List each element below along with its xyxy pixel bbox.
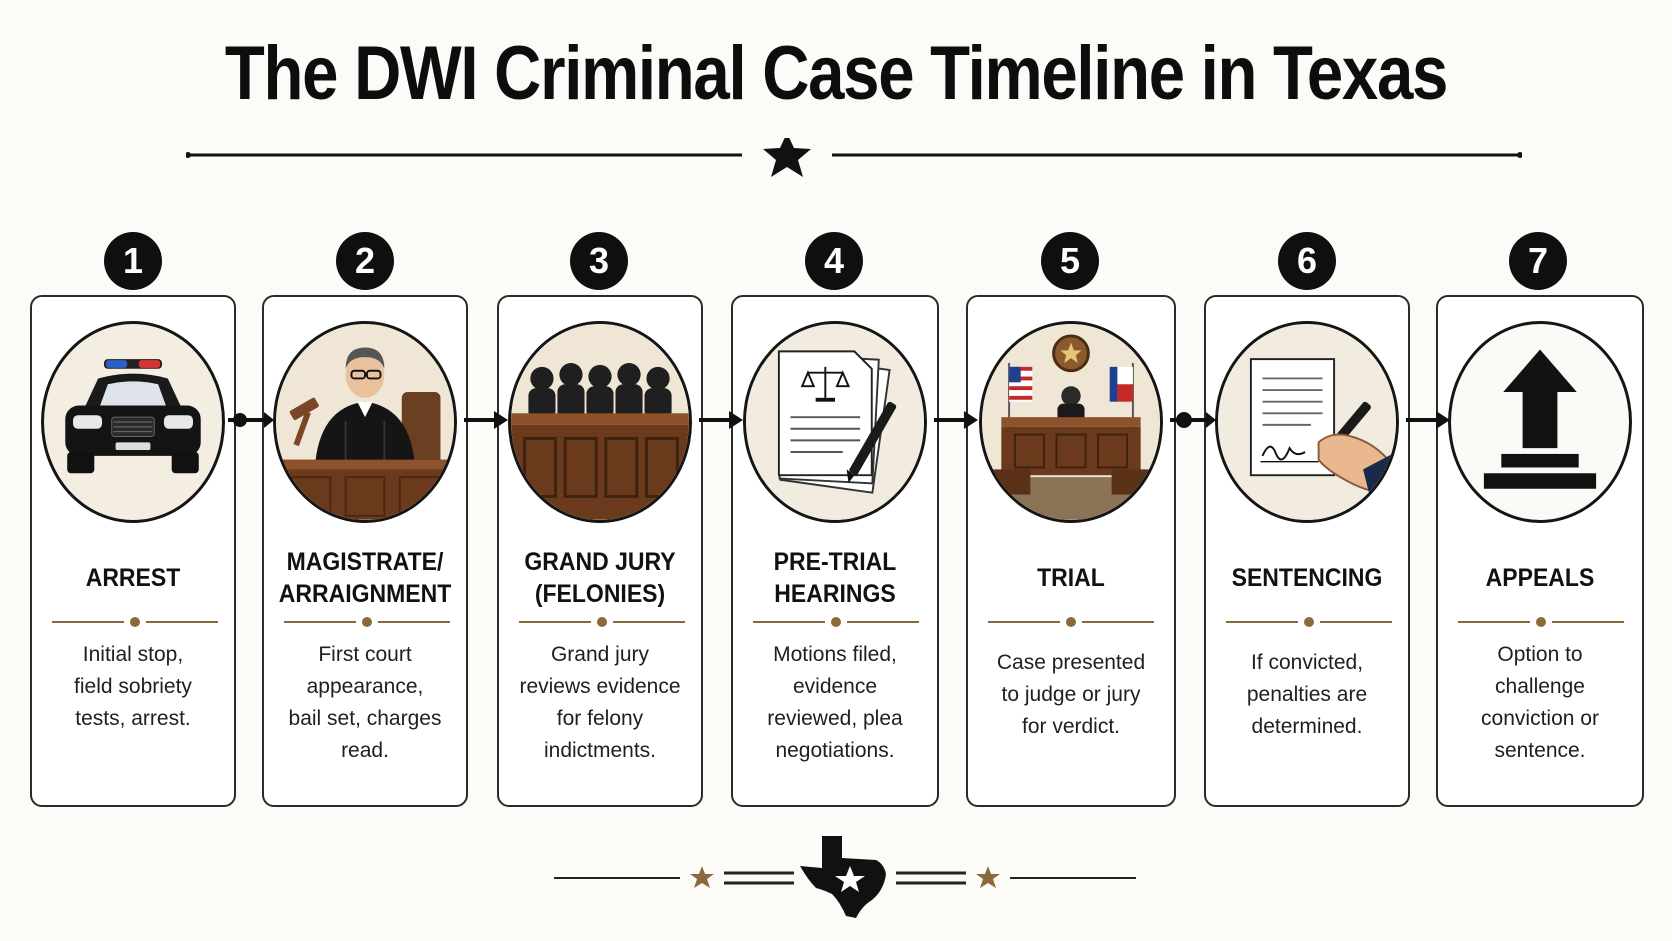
legal-documents-pen-icon bbox=[743, 321, 927, 523]
bronze-star-icon bbox=[690, 866, 714, 888]
judge-gavel-icon bbox=[273, 321, 457, 523]
step-title: MAGISTRATE/ ARRAIGNMENT bbox=[278, 548, 452, 608]
connector-arrow-6-7 bbox=[1406, 411, 1450, 429]
step-number-badge-5: 5 bbox=[1041, 232, 1099, 290]
step-title: PRE-TRIAL HEARINGS bbox=[773, 548, 897, 608]
title-divider bbox=[186, 138, 1522, 177]
step-number-badge-7: 7 bbox=[1509, 232, 1567, 290]
step-number-badge-2: 2 bbox=[336, 232, 394, 290]
step-description: Initial stop, field sobriety tests, arre… bbox=[74, 643, 192, 730]
connector-arrow-2-3 bbox=[464, 411, 508, 429]
card-separator bbox=[519, 617, 685, 627]
step-card-magistrate-arraignment: MAGISTRATE/ ARRAIGNMENT First court appe… bbox=[262, 295, 468, 807]
step-title: SENTENCING bbox=[1231, 564, 1383, 592]
connector-dot-arrow-1-2 bbox=[228, 412, 274, 428]
step-card-arrest: ARREST Initial stop, field sobriety test… bbox=[30, 295, 236, 807]
step-card-grand-jury: GRAND JURY (FELONIES) Grand jury reviews… bbox=[497, 295, 703, 807]
step-number-badge-6: 6 bbox=[1278, 232, 1336, 290]
jury-box-icon bbox=[508, 321, 692, 523]
step-description: If convicted, penalties are determined. bbox=[1246, 651, 1368, 738]
card-separator bbox=[753, 617, 919, 627]
step-description: Option to challenge conviction or senten… bbox=[1481, 643, 1599, 762]
connector-arrow-4-5 bbox=[934, 411, 978, 429]
police-car-icon bbox=[41, 321, 225, 523]
connector-arrow-3-4 bbox=[699, 411, 743, 429]
page-title: The DWI Criminal Case Timeline in Texas bbox=[224, 31, 1448, 116]
step-card-trial: TRIAL Case presented to judge or jury fo… bbox=[966, 295, 1176, 807]
step-card-appeals: APPEALS Option to challenge conviction o… bbox=[1436, 295, 1644, 807]
card-separator bbox=[1458, 617, 1624, 627]
step-description: Case presented to judge or jury for verd… bbox=[996, 651, 1146, 738]
step-title: APPEALS bbox=[1485, 564, 1595, 592]
bottom-divider bbox=[554, 836, 1136, 918]
step-description: Motions filed, evidence reviewed, plea n… bbox=[767, 643, 903, 762]
step-number-badge-4: 4 bbox=[805, 232, 863, 290]
upward-arrow-icon bbox=[1448, 321, 1632, 523]
texas-state-star-icon bbox=[800, 836, 886, 918]
bronze-star-icon bbox=[976, 866, 1000, 888]
card-separator bbox=[284, 617, 450, 627]
card-separator bbox=[1226, 617, 1392, 627]
step-description: First court appearance, bail set, charge… bbox=[288, 643, 442, 762]
card-separator bbox=[988, 617, 1154, 627]
step-card-sentencing: SENTENCING If convicted, penalties are d… bbox=[1204, 295, 1410, 807]
step-title: ARREST bbox=[85, 564, 181, 592]
step-description: Grand jury reviews evidence for felony i… bbox=[519, 643, 681, 762]
star-icon bbox=[763, 138, 811, 177]
connector-dot-arrow-5-6 bbox=[1170, 412, 1216, 428]
step-number-badge-1: 1 bbox=[104, 232, 162, 290]
step-title: GRAND JURY (FELONIES) bbox=[524, 548, 676, 608]
courtroom-flags-icon bbox=[979, 321, 1163, 523]
card-separator bbox=[52, 617, 218, 627]
signing-document-icon bbox=[1215, 321, 1399, 523]
step-card-pre-trial-hearings: PRE-TRIAL HEARINGS Motions filed, eviden… bbox=[731, 295, 939, 807]
step-title: TRIAL bbox=[1037, 564, 1105, 592]
step-number-badge-3: 3 bbox=[570, 232, 628, 290]
